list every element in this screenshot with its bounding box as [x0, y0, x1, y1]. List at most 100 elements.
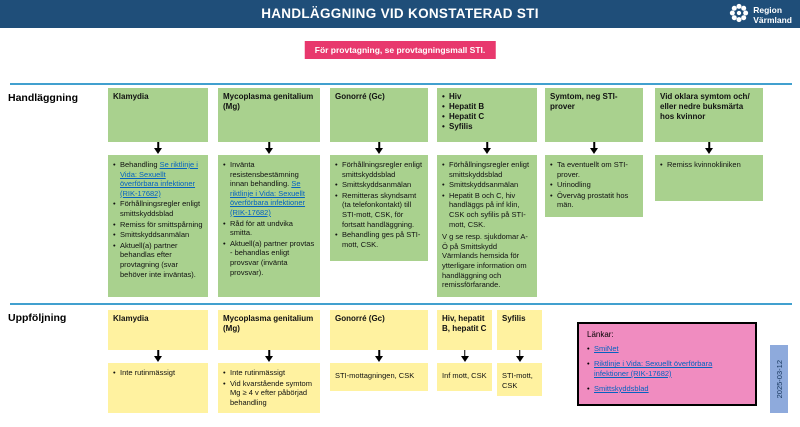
- bullet-item: •Aktuell(a) partner provtas - behandlas …: [223, 239, 315, 277]
- bullet-icon: •: [335, 180, 338, 190]
- down-arrow-icon: [515, 350, 525, 363]
- down-arrow-icon: [153, 142, 163, 155]
- item-text: Inf mott, CSK: [442, 371, 487, 380]
- bullet-icon: •: [442, 122, 445, 131]
- item-text: STI-mottagningen, CSK: [335, 371, 415, 380]
- item-text: Inte rutinmässigt: [120, 368, 176, 377]
- item-text: Ta eventuellt om STI-prover.: [557, 160, 628, 179]
- column-header-text: Hepatit C: [449, 112, 485, 121]
- handlaggning-column-1: Klamydia•Behandling Se riktlinje i Vida:…: [108, 88, 208, 297]
- header-bullet-item: •Hepatit B: [442, 102, 532, 112]
- links-box-link[interactable]: SmiNet: [594, 344, 619, 354]
- uppfoljning-divider-line: [10, 303, 792, 305]
- item-text: STI-mott, CSK: [502, 371, 533, 390]
- column-header-box: Syfilis: [497, 310, 542, 350]
- links-box-link-wrap: Smittskyddsblad: [594, 384, 747, 394]
- item-text: V g se resp. sjukdomar A-Ö på Smittskydd…: [442, 232, 528, 290]
- bullet-item: • Smittskyddsanmälan: [113, 230, 203, 240]
- column-body-box: • Förhållningsregler enligt smittskyddsbl…: [330, 155, 428, 261]
- bullet-icon: •: [550, 190, 553, 200]
- down-arrow-icon: [153, 350, 163, 363]
- column-header-box: Mycoplasma genitalium (Mg): [218, 310, 320, 350]
- item-text: Smittskyddsanmälan: [120, 230, 190, 240]
- document-link[interactable]: Se riktlinje i Vida: Sexuellt överförbar…: [120, 160, 198, 198]
- bullet-item: •Remiss kvinnokliniken: [660, 160, 758, 170]
- bullet-icon: •: [113, 230, 116, 240]
- item-text: Förhållningsregler enligt smittskyddsbla…: [449, 160, 530, 179]
- document-link[interactable]: Se riktlinje i Vida: Sexuellt överförbar…: [230, 179, 306, 217]
- bullet-icon: •: [223, 218, 226, 228]
- down-arrow-icon: [460, 350, 470, 363]
- note-text: STI-mottagningen, CSK: [335, 371, 423, 381]
- handlaggning-divider-line: [10, 83, 792, 85]
- note-text: Inf mott, CSK: [442, 371, 487, 381]
- bullet-item: •Smittskyddsanmälan: [442, 180, 532, 190]
- bullet-item: • Behandling ges på STI-mott, CSK.: [335, 230, 423, 249]
- down-arrow-icon: [704, 142, 714, 155]
- item-text: Behandling ges på STI-mott, CSK.: [342, 230, 421, 249]
- column-body-box: •Remiss kvinnokliniken: [655, 155, 763, 201]
- bullet-item: •Förhållningsregler enligt smittskyddsbl…: [113, 199, 203, 218]
- note-text: V g se resp. sjukdomar A-Ö på Smittskydd…: [442, 232, 532, 290]
- bullet-item: •Förhållningsregler enligt smittskyddsbl…: [442, 160, 532, 179]
- column-body-box: STI-mottagningen, CSK: [330, 363, 428, 391]
- logo-line-varmland: Värmland: [753, 14, 792, 25]
- item-text: Behandling Se riktlinje i Vida: Sexuellt…: [120, 160, 198, 198]
- item-text: Inte rutinmässigt: [230, 368, 286, 377]
- column-header-box: Hiv, hepatit B, hepatit C: [437, 310, 492, 350]
- logo-text: Region Värmland: [753, 4, 792, 26]
- bullet-item: •Råd för att undvika smitta.: [223, 219, 315, 238]
- bullet-icon: •: [550, 180, 553, 190]
- down-arrow-icon: [264, 142, 274, 155]
- bullet-item: •Inte rutinmässigt: [113, 368, 203, 378]
- item-text: Smittskyddsanmälan: [342, 180, 412, 190]
- bullet-item: •Remitteras skyndsamt (ta telefonkontakt…: [335, 191, 423, 229]
- links-box-title: Länkar:: [587, 330, 614, 339]
- links-box-link[interactable]: Smittskyddsblad: [594, 383, 649, 393]
- links-box-link[interactable]: Riktlinje i Vida: Sexuellt överförbara i…: [594, 359, 713, 378]
- down-arrow-icon: [589, 142, 599, 155]
- bullet-icon: •: [587, 383, 590, 393]
- bullet-item: •Förhållningsregler enligt smittskyddsbl…: [335, 160, 423, 179]
- uppfoljning-column-2: Mycoplasma genitalium (Mg) • Inte rutinmäs…: [218, 310, 320, 414]
- column-header-box: Gonorré (Gc): [330, 310, 428, 350]
- bullet-icon: •: [113, 240, 116, 250]
- bullet-icon: •: [335, 230, 338, 240]
- column-body-box: Inf mott, CSK: [437, 363, 492, 391]
- column-body-box: •Förhållningsregler enligt smittskyddsbl…: [437, 155, 537, 297]
- column-header-box: Klamydia: [108, 310, 208, 350]
- logo-line-region: Region: [753, 4, 783, 15]
- column-body-box: •Ta eventuellt om STI-prover.•Urinodling…: [545, 155, 643, 217]
- bullet-item: • Överväg prostatit hos män.: [550, 191, 638, 210]
- item-text: Hepatit B och C, hiv handläggs på inf kl…: [449, 190, 526, 229]
- down-arrow-icon: [374, 350, 384, 363]
- region-varmland-logo: Region Värmland: [729, 3, 792, 28]
- header-bullet-item: •Hepatit C: [442, 112, 532, 122]
- column-body-box: STI-mott, CSK: [497, 363, 542, 397]
- item-text: Överväg prostatit hos män.: [557, 190, 629, 210]
- date-text: 2025-03-12: [774, 359, 784, 399]
- links-list: •SmiNet•Riktlinje i Vida: Sexuellt överf…: [587, 344, 747, 393]
- bullet-item: •Behandling Se riktlinje i Vida: Sexuell…: [113, 160, 203, 198]
- handlaggning-column-3: Gonorré (Gc)•Förhållningsregler enligt s…: [330, 88, 428, 261]
- down-arrow-icon: [264, 350, 274, 363]
- bullet-item: •Remiss för smittspårning: [113, 220, 203, 230]
- uppfoljning-column-1: Klamydia •Inte rutinmässigt: [108, 310, 208, 413]
- uppfoljning-column-4: Hiv, hepatit B, hepatit C Inf mott, CSK: [437, 310, 492, 391]
- column-header-box: Vid oklara symtom och/ eller nedre buksm…: [655, 88, 763, 142]
- title-bar: HANDLÄGGNING VID KONSTATERAD STI Region …: [0, 0, 800, 28]
- bullet-icon: •: [223, 238, 226, 248]
- column-body-box: •Inte rutinmässigt•Vid kvarstående symto…: [218, 363, 320, 414]
- handlaggning-column-6: Vid oklara symtom och/ eller nedre buksm…: [655, 88, 763, 201]
- item-text: Förhållningsregler enligt smittskyddsbla…: [342, 160, 423, 179]
- bullet-item: • Smittskyddsanmälan: [335, 180, 423, 190]
- column-header-box: Klamydia: [108, 88, 208, 142]
- column-header-box: Mycoplasma genitalium (Mg): [218, 88, 320, 142]
- bullet-icon: •: [113, 219, 116, 229]
- item-text: Smittskyddsanmälan: [449, 180, 519, 190]
- bullet-item: •Hepatit B och C, hiv handläggs på inf k…: [442, 191, 532, 229]
- bullet-icon: •: [223, 378, 226, 388]
- links-box-item: • Smittskyddsblad: [587, 384, 747, 394]
